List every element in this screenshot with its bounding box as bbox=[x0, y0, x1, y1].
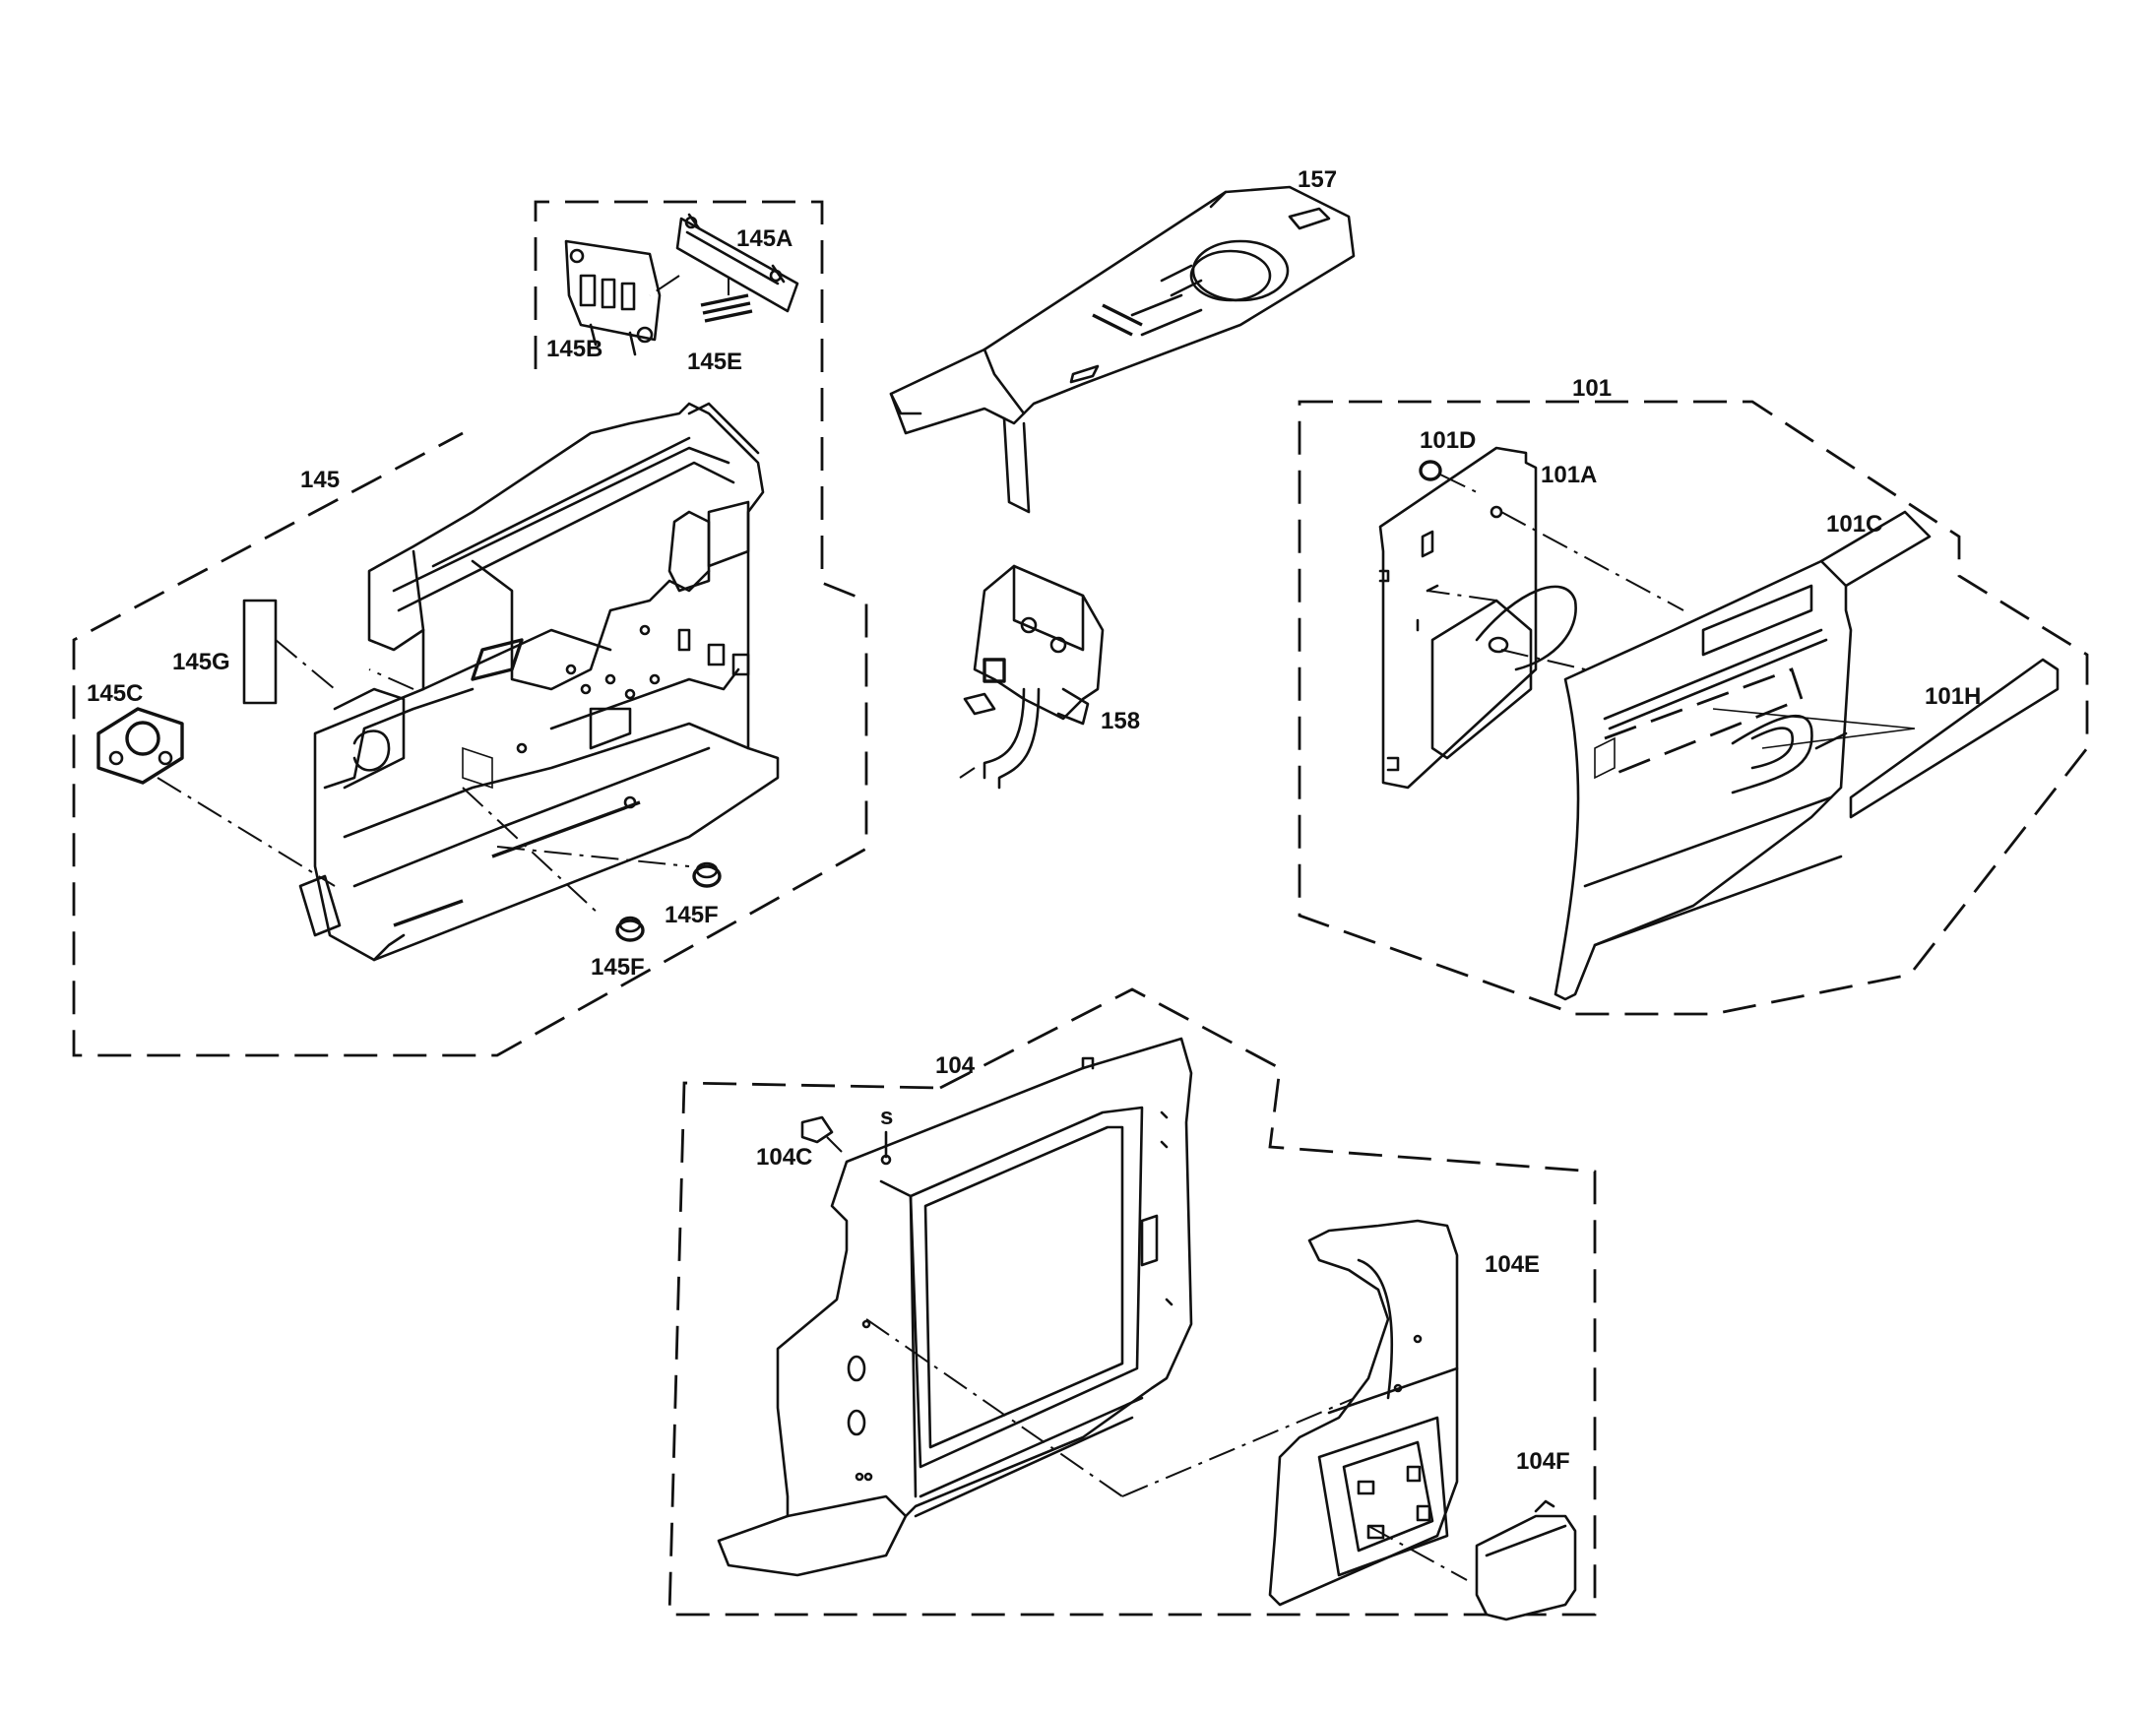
part-145E bbox=[700, 278, 753, 323]
part-104-frame bbox=[717, 1037, 1379, 1577]
label-101H: 101H bbox=[1925, 683, 1981, 710]
label-104C: 104C bbox=[756, 1144, 812, 1171]
part-157 bbox=[889, 185, 1356, 514]
label-145F-2: 145F bbox=[591, 954, 645, 981]
group-101-boundary bbox=[1298, 400, 2089, 1016]
label-101D: 101D bbox=[1420, 427, 1476, 454]
label-145A: 145A bbox=[736, 225, 793, 252]
part-145-frame bbox=[298, 402, 780, 962]
part-101-panel bbox=[1554, 559, 1853, 1001]
part-145G bbox=[242, 599, 336, 705]
label-145G: 145G bbox=[172, 649, 230, 675]
part-104E bbox=[1268, 1219, 1468, 1607]
part-158 bbox=[959, 564, 1105, 790]
label-101A: 101A bbox=[1541, 462, 1597, 488]
label-101: 101 bbox=[1572, 375, 1612, 402]
label-s: s bbox=[880, 1104, 893, 1130]
label-157: 157 bbox=[1298, 166, 1337, 193]
part-101D-screw bbox=[1419, 460, 1478, 493]
label-145: 145 bbox=[300, 467, 340, 493]
label-101C: 101C bbox=[1826, 511, 1882, 538]
group-104-boundary bbox=[667, 987, 1597, 1617]
part-145F-screw-2 bbox=[615, 916, 645, 942]
part-145B bbox=[564, 239, 662, 356]
label-104F: 104F bbox=[1516, 1448, 1570, 1475]
label-158: 158 bbox=[1101, 708, 1140, 734]
label-104: 104 bbox=[935, 1052, 976, 1079]
label-145F-1: 145F bbox=[665, 902, 719, 928]
part-101H bbox=[1712, 658, 2060, 819]
label-104E: 104E bbox=[1485, 1251, 1540, 1278]
part-101C bbox=[1819, 510, 1932, 588]
part-101A bbox=[1378, 446, 1684, 790]
label-145B: 145B bbox=[546, 336, 602, 362]
screw-s-marker bbox=[880, 1130, 892, 1166]
group-145-boundary bbox=[72, 200, 868, 1057]
part-104F bbox=[1475, 1499, 1577, 1621]
part-145C bbox=[96, 707, 336, 887]
part-104C bbox=[800, 1115, 843, 1153]
part-145F-screw-1 bbox=[692, 861, 722, 888]
label-145C: 145C bbox=[87, 680, 143, 707]
label-145E: 145E bbox=[687, 349, 742, 375]
part-145A bbox=[649, 213, 799, 313]
